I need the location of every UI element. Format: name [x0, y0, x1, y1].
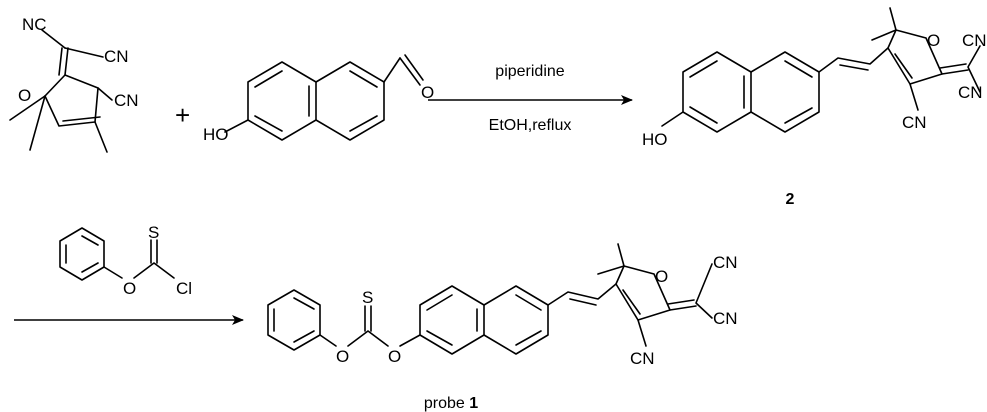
naphthalene-ring-left: [247, 61, 317, 141]
o-c-cl-bonds: [133, 262, 175, 279]
compound-2-structure: [661, 7, 981, 133]
label-cn-ring: CN: [114, 91, 139, 110]
probe-cn-ring-bond: [637, 319, 647, 347]
nc-bond: [41, 29, 66, 49]
probe-cs-double-bond: [364, 305, 372, 332]
c2-naphthalene-inner-left: [689, 60, 745, 124]
label-aldehyde-o: O: [421, 83, 434, 102]
c2-label-cn-ring: CN: [902, 113, 927, 132]
c2-label-o: O: [927, 31, 940, 50]
c2-furan-ring: [887, 29, 943, 85]
probe-label-o-furan: O: [655, 267, 668, 286]
probe-gem-methyl-bonds: [597, 243, 625, 275]
probe-vinyl-bonds: [547, 283, 617, 306]
probe-naphthalene-inner-left: [426, 294, 478, 346]
c2-naphthalene-inner-right: [784, 60, 813, 124]
c2-label-cn-top: CN: [962, 31, 987, 50]
probe-label-o1: O: [336, 347, 349, 366]
r3-label-o: O: [123, 279, 136, 298]
exocyclic-double-bond: [58, 47, 63, 76]
aldehyde-co-double-bond: [399, 54, 424, 86]
condition-solvent: EtOH,reflux: [489, 117, 572, 134]
methyl-bond: [94, 121, 108, 153]
probe-label-s: S: [362, 288, 373, 307]
probe-dicyano-bonds: [695, 263, 713, 319]
probe-naphthalene-left: [419, 285, 485, 355]
probe-1-label-word: probe: [424, 395, 465, 412]
label-nc: NC: [22, 15, 47, 34]
probe-furan-ring: [615, 265, 671, 321]
probe-1-label-number: 1: [469, 395, 478, 412]
c2-cn-ring-bond: [909, 83, 919, 111]
c2-label-cn-bottom: CN: [958, 83, 983, 102]
probe-furan-double-bond: [622, 289, 641, 315]
probe-naphthalene-inner-right: [515, 294, 542, 346]
probe-vinyl-double-bond: [569, 298, 597, 306]
condition-piperidine: piperidine: [495, 63, 564, 80]
probe-1-structure: [267, 243, 713, 355]
phenyl-inner-bonds: [65, 235, 99, 273]
chlorothionoformate-structure: [59, 227, 175, 281]
naphthalene-ring-right: [315, 61, 385, 141]
probe-label-o2: O: [388, 347, 401, 366]
label-ho: HO: [203, 125, 229, 144]
c2-dicyano-bonds: [967, 45, 981, 93]
aldehyde-bond: [383, 57, 401, 83]
c2-exocyclic-double-bond: [939, 63, 969, 75]
c2-hydroxy-bond: [661, 111, 684, 127]
c2-vinyl-bonds: [818, 47, 889, 73]
probe-phenyl-o-bond: [319, 334, 337, 347]
r3-label-cl: Cl: [176, 279, 192, 298]
probe-phenyl-ring: [267, 289, 321, 351]
furan-reagent-structure: [9, 29, 113, 153]
gem-methyl-bond-1: [9, 95, 46, 121]
cn-top-bond: [64, 47, 104, 58]
c2-naphthalene-right: [750, 51, 820, 133]
r3-label-s: S: [148, 223, 159, 242]
probe-thionocarbonate-bonds: [347, 330, 389, 347]
probe-phenyl-inner: [273, 297, 315, 343]
hydroxy-bond: [224, 119, 249, 133]
c2-furan-double-bond: [894, 53, 913, 79]
c2-label-ho: HO: [642, 130, 668, 149]
cn-ring-bond: [97, 87, 113, 101]
furan-ring-double-bond: [62, 116, 101, 122]
naphthalene-inner-right: [349, 70, 378, 132]
c2-naphthalene-left: [682, 51, 752, 133]
phenyl-ring: [59, 227, 105, 281]
label-furan-o: O: [18, 86, 31, 105]
probe-label-cn-top: CN: [713, 253, 738, 272]
gem-methyl-bond-2: [29, 95, 46, 151]
phenyl-o-bond: [103, 266, 123, 279]
label-cn-top: CN: [104, 47, 129, 66]
c2-vinyl-double-bond: [839, 64, 869, 71]
c2-gem-methyl-bonds: [871, 7, 897, 41]
cs-double-bond: [150, 239, 158, 264]
probe-1-label: probe 1: [424, 395, 478, 412]
probe-label-cn-bottom: CN: [713, 309, 738, 328]
probe-o-naphthyl-bond: [399, 334, 421, 347]
exocyclic-bond: [64, 47, 69, 76]
compound-2-label: 2: [786, 191, 795, 208]
furan-ring-bonds: [44, 74, 99, 127]
naphthaldehyde-structure: [224, 54, 424, 141]
naphthalene-inner-left: [254, 70, 310, 132]
probe-exocyclic-double-bond: [667, 299, 697, 311]
probe-label-cn-ring: CN: [630, 349, 655, 368]
probe-naphthalene-right: [483, 285, 549, 355]
plus-sign: +: [175, 100, 190, 130]
